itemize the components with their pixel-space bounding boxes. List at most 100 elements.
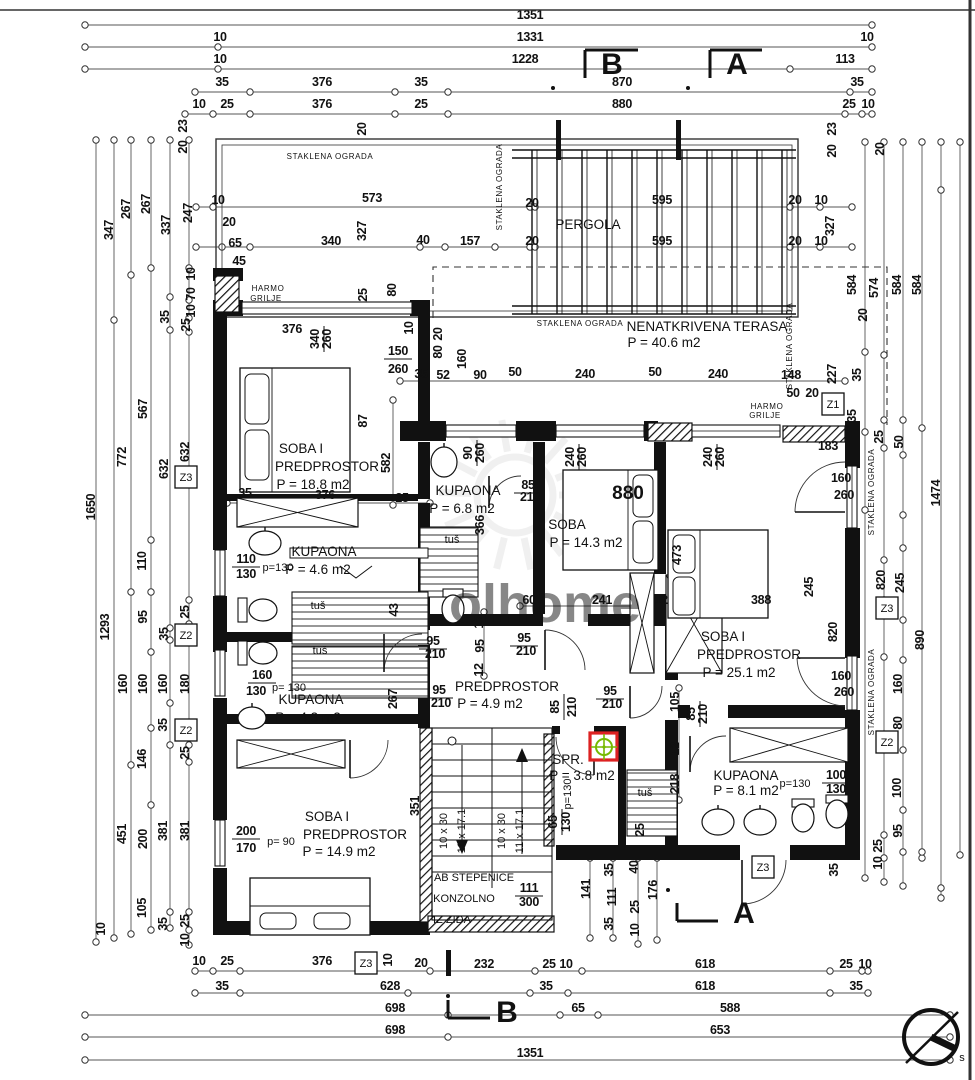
dimension-label: 23	[825, 122, 839, 136]
wall-segment	[410, 300, 430, 316]
dim-tick	[868, 65, 876, 73]
dim-tick	[899, 848, 907, 856]
z-marker-box	[174, 623, 198, 647]
dim-tick	[816, 243, 824, 251]
dimension-label: 260	[834, 685, 854, 699]
dimension-label: 95	[136, 610, 150, 624]
click-target-marker[interactable]	[588, 731, 619, 762]
dimension-label: 20	[176, 140, 190, 154]
dim-tick	[236, 967, 244, 975]
dim-tick	[826, 989, 834, 997]
dimension-label: 25	[628, 900, 642, 914]
dim-tick	[880, 416, 888, 424]
pillow	[313, 912, 351, 930]
dim-tick	[127, 271, 135, 279]
dimension-label: 25	[871, 839, 885, 853]
section-markers	[446, 48, 762, 1020]
dim-tick	[127, 136, 135, 144]
dim-tick	[147, 136, 155, 144]
dimension-label: 327	[355, 221, 369, 241]
dimension-label: 218	[668, 774, 682, 794]
pillow	[672, 534, 696, 574]
dimension-label: 20	[525, 196, 539, 210]
dim-tick	[880, 878, 888, 886]
dimension-label: 240	[708, 367, 728, 381]
dim-tick	[868, 43, 876, 51]
dimension-label: 180	[178, 674, 192, 694]
dimension-label: 10	[381, 953, 395, 967]
wall-segment	[728, 705, 845, 718]
dim-tick	[861, 348, 869, 356]
dim-tick	[246, 110, 254, 118]
dim-tick	[81, 1011, 89, 1019]
dimension-label: 618	[695, 957, 715, 971]
wall-segment	[213, 698, 227, 820]
z-marker-box	[354, 951, 378, 975]
section-dot	[446, 994, 450, 998]
dimension-label: 25	[872, 430, 886, 444]
dim-tick	[956, 138, 964, 146]
dimension-label: 260	[575, 447, 589, 467]
dimension-label: 65	[571, 1001, 585, 1015]
section-label: A	[733, 897, 755, 930]
dimension-label: 340	[321, 234, 341, 248]
wardrobe	[236, 739, 346, 769]
dimension-label: 110	[236, 552, 256, 566]
section-dot	[686, 86, 690, 90]
dim-tick	[864, 989, 872, 997]
room-label: P = 25.1 m2	[703, 665, 776, 680]
sink	[743, 808, 777, 836]
dimension-label: 10	[871, 856, 885, 870]
watermark-text: olhome	[449, 574, 641, 634]
z-marker-box	[174, 718, 198, 742]
dim-tick	[389, 396, 397, 404]
section-dot	[551, 86, 555, 90]
dimension-label: 880	[612, 483, 644, 504]
dim-tick	[127, 930, 135, 938]
wardrobe	[236, 497, 359, 528]
watermark-circle	[473, 453, 557, 537]
dim-tick	[880, 351, 888, 359]
dim-tick	[480, 672, 488, 680]
dim-tick	[127, 761, 135, 769]
dimension-label: 35	[850, 368, 864, 382]
dim-tick	[937, 138, 945, 146]
dimension-label: 90	[473, 368, 487, 382]
dim-tick	[899, 806, 907, 814]
dim-tick	[880, 854, 888, 862]
dimension-label: 632	[157, 459, 171, 479]
dimension-label: 160	[136, 674, 150, 694]
dimension-label: 240	[701, 447, 715, 467]
dim-tick	[609, 934, 617, 942]
dim-tick	[880, 556, 888, 564]
z-marker-label: Z3	[180, 472, 193, 484]
wall-segment	[845, 445, 860, 468]
toilet-tank	[237, 597, 248, 623]
dimension-label: AB STEPENICE	[434, 872, 514, 884]
dim-tick	[444, 88, 452, 96]
pillow	[672, 576, 696, 616]
shower	[626, 769, 678, 837]
dimension-label: 111	[605, 887, 619, 906]
dim-tick	[391, 110, 399, 118]
dimension-label: 35	[414, 75, 428, 89]
dim-tick	[191, 88, 199, 96]
dimension-label: 10	[211, 193, 225, 207]
wall-segment	[227, 714, 418, 724]
dim-tick	[880, 444, 888, 452]
room-label: P = 6.8 m2	[429, 501, 494, 516]
pillow	[632, 474, 654, 518]
dim-tick	[166, 741, 174, 749]
dimension-label: 35	[539, 979, 553, 993]
dimension-label: 25	[842, 97, 856, 111]
dimension-label: 772	[115, 447, 129, 467]
dim-tick	[92, 136, 100, 144]
dimension-label: 65	[546, 815, 560, 829]
dimension-label: 870	[612, 75, 632, 89]
sink	[701, 808, 735, 836]
dim-tick	[147, 648, 155, 656]
hatched-wall	[647, 422, 693, 442]
dimension-label: 130	[246, 684, 266, 698]
dimension-label: 105	[668, 692, 682, 712]
